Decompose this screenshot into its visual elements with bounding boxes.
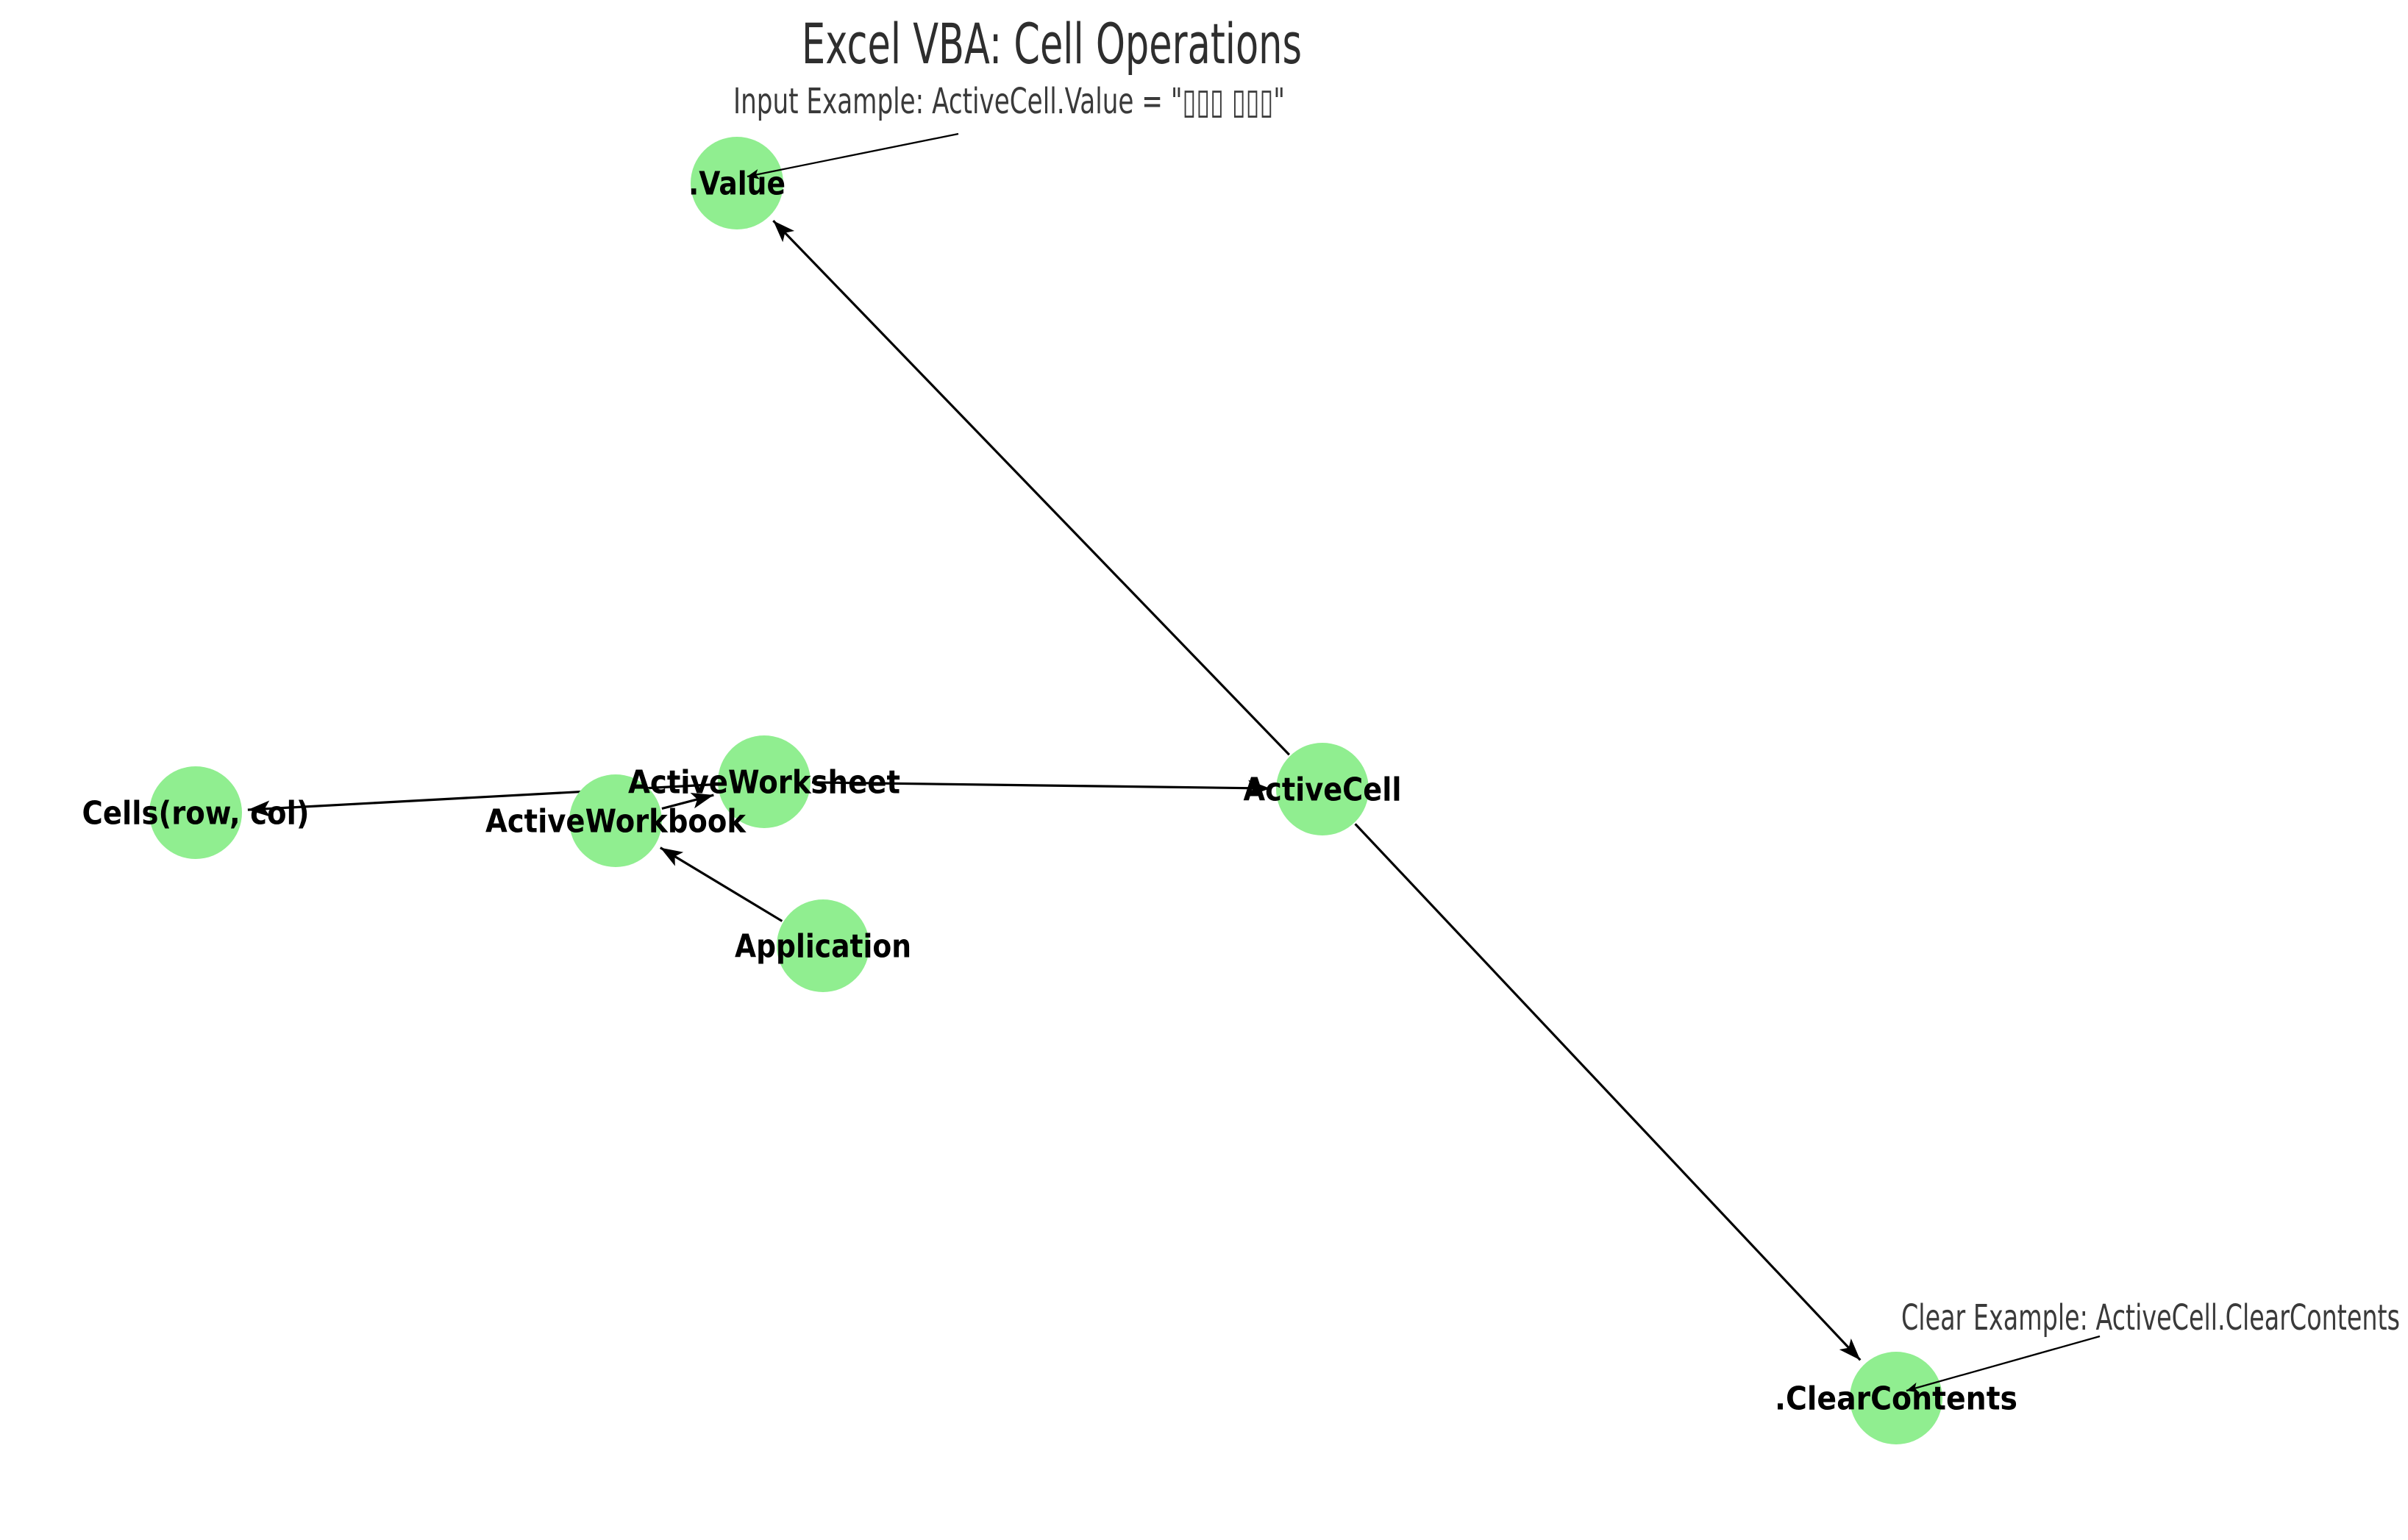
node-label-workbook: ActiveWorkbook: [485, 803, 747, 841]
node-label-activecell: ActiveCell: [1244, 771, 1402, 809]
node-label-value: .Value: [688, 165, 786, 203]
node-clearcontents: [1850, 1352, 1942, 1444]
node-label-application: Application: [735, 928, 911, 966]
annotation-text-clear-example: Clear Example: ActiveCell.ClearContents: [1901, 1297, 2400, 1338]
node-label-clearcontents: .ClearContents: [1775, 1380, 2017, 1418]
edge-worksheet-activecell: [811, 780, 1271, 796]
node-value: [691, 137, 783, 229]
node-label-worksheet: ActiveWorksheet: [628, 764, 900, 802]
node-label-cells: Cells(row, col): [82, 795, 310, 833]
annotation-text-input-example: Input Example: ActiveCell.Value = "▯▯▯ ▯…: [733, 81, 1285, 122]
annotation-leader-input-example: [747, 132, 959, 179]
edge-activecell-clearcontents: [1354, 823, 1862, 1361]
node-worksheet: [718, 735, 811, 828]
edge-workbook-worksheet: [661, 792, 714, 810]
annotations-layer: Input Example: ActiveCell.Value = "▯▯▯ ▯…: [733, 81, 2400, 1393]
nodes-layer: [149, 137, 1942, 1444]
node-activecell: [1276, 743, 1369, 835]
annotation-leader-clear-example: [1906, 1335, 2101, 1393]
node-cells: [149, 766, 242, 859]
node-workbook: [569, 774, 662, 867]
chart-title: Excel VBA: Cell Operations: [802, 11, 1302, 76]
edge-application-workbook: [659, 846, 783, 922]
edges-layer: [247, 219, 1862, 1361]
edge-activecell-value: [772, 219, 1290, 756]
node-application: [777, 899, 869, 992]
